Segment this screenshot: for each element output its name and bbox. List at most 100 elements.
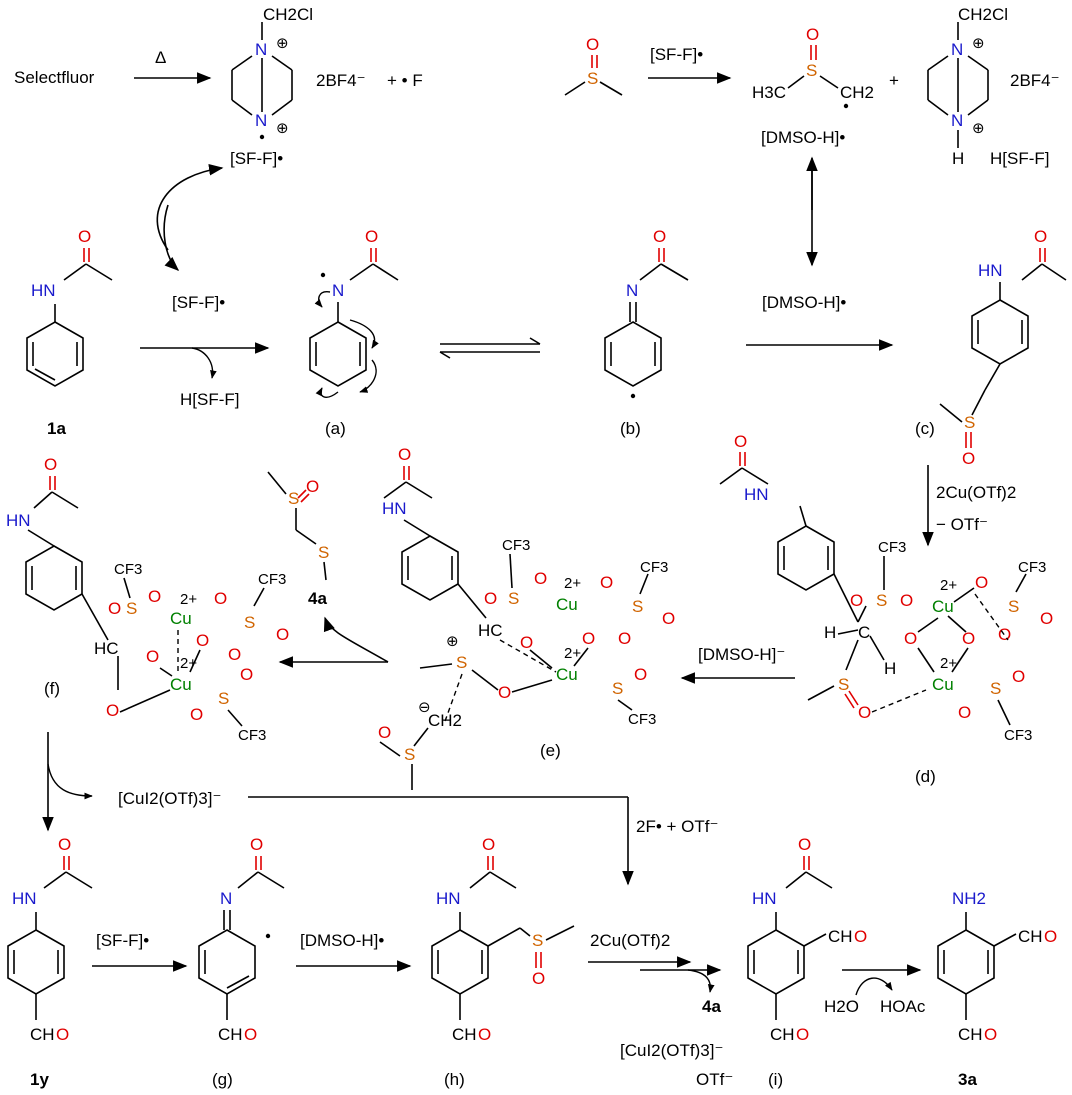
svg-text:O: O	[44, 455, 57, 474]
label-3a: 3a	[958, 1070, 977, 1089]
cu-otf-label: 2Cu(OTf)2	[936, 483, 1016, 502]
svg-text:O: O	[228, 645, 241, 664]
svg-text:S: S	[218, 689, 229, 708]
svg-text:H: H	[824, 623, 836, 642]
plus-sign: +	[889, 71, 899, 90]
svg-text:O: O	[378, 723, 391, 742]
label-i: (i)	[768, 1070, 783, 1089]
svg-text:O: O	[854, 927, 867, 946]
svg-text:⊕: ⊕	[276, 120, 289, 137]
svg-text:O: O	[244, 1025, 257, 1044]
byproduct-cu-label: [CuI2(OTf)3]⁻	[620, 1041, 723, 1060]
svg-text:S: S	[612, 679, 623, 698]
svg-text:N: N	[220, 889, 232, 908]
svg-text:HN: HN	[31, 281, 56, 300]
svg-text:O: O	[532, 969, 545, 988]
svg-text:CH: CH	[1018, 927, 1043, 946]
n-plus-bottom: N	[255, 111, 267, 130]
svg-text:Cu: Cu	[932, 675, 954, 694]
intermediate-i: O HN CH O CH O (i)	[747, 835, 867, 1089]
elimination-curved-arrow	[323, 616, 389, 663]
dmso-structure: O S	[564, 35, 623, 96]
svg-text:N: N	[332, 281, 344, 300]
svg-text:CF3: CF3	[1004, 727, 1032, 744]
svg-text:2+: 2+	[940, 577, 957, 594]
svg-text:O: O	[106, 701, 119, 720]
svg-text:O: O	[850, 591, 863, 610]
svg-text:⊕: ⊕	[446, 633, 459, 650]
dmso-h-radical-structure: O S H3C CH2 [DMSO-H]•	[752, 25, 874, 147]
label-1a: 1a	[47, 419, 66, 438]
sf-f-radical-structure: CH2Cl N ⊕ N ⊕ 2BF4⁻ + • F [SF-F]•	[230, 5, 423, 168]
intermediate-f: O HN HC O CF3 S O O Cu 2+ O CF3 S O O O …	[6, 455, 289, 744]
svg-text:CF3: CF3	[238, 727, 266, 744]
svg-text:O: O	[900, 591, 913, 610]
svg-text:S: S	[806, 61, 817, 80]
intermediate-d: O HN H C H S O CF3 S O O Cu 2+ O CF3 S O	[719, 432, 1053, 786]
label-c: (c)	[915, 419, 935, 438]
hoac-label: HOAc	[880, 997, 926, 1016]
svg-text:HC: HC	[478, 621, 503, 640]
label-a: (a)	[325, 419, 346, 438]
svg-text:2+: 2+	[564, 645, 581, 662]
svg-text:O: O	[618, 629, 631, 648]
svg-text:O: O	[662, 609, 675, 628]
label-b: (b)	[620, 419, 641, 438]
h-sf-f-row2-label: H[SF-F]	[180, 390, 240, 409]
svg-text:CH2: CH2	[428, 711, 462, 730]
svg-text:O: O	[214, 589, 227, 608]
svg-text:S: S	[244, 613, 255, 632]
dmso-reagent-label: [SF-F]•	[650, 45, 703, 64]
svg-text:O: O	[196, 631, 209, 650]
svg-text:Cu: Cu	[932, 597, 954, 616]
intermediate-g: O N CH O (g)	[198, 835, 285, 1089]
svg-text:O: O	[56, 1025, 69, 1044]
svg-text:CF3: CF3	[114, 561, 142, 578]
svg-text:S: S	[838, 675, 849, 694]
dmso-h-radical-label: [DMSO-H]•	[761, 128, 845, 147]
svg-text:CH: CH	[828, 927, 853, 946]
byproduct-4a: S O S 4a	[267, 471, 329, 608]
svg-text:O: O	[534, 569, 547, 588]
plus-f-text: + • F	[387, 71, 423, 90]
svg-text:O: O	[796, 1025, 809, 1044]
svg-text:O: O	[478, 1025, 491, 1044]
svg-text:O: O	[962, 629, 975, 648]
intermediate-h: O HN S O CH O (h)	[431, 835, 575, 1089]
svg-text:O: O	[653, 227, 666, 246]
svg-text:H: H	[952, 149, 964, 168]
svg-text:S: S	[126, 599, 137, 618]
svg-text:O: O	[634, 665, 647, 684]
label-e: (e)	[540, 741, 561, 760]
svg-text:HN: HN	[12, 889, 37, 908]
svg-text:Cu: Cu	[170, 609, 192, 628]
svg-text:O: O	[904, 629, 917, 648]
svg-text:N: N	[951, 111, 963, 130]
svg-text:⊖: ⊖	[418, 699, 431, 716]
svg-text:CF3: CF3	[628, 711, 656, 728]
svg-text:O: O	[365, 227, 378, 246]
svg-text:CF3: CF3	[640, 559, 668, 576]
h3c-text: H3C	[752, 83, 786, 102]
label-h: (h)	[444, 1070, 465, 1089]
svg-text:S: S	[587, 69, 598, 88]
svg-text:O: O	[58, 835, 71, 854]
sf-f-radical-label: [SF-F]•	[230, 149, 283, 168]
label-d: (d)	[915, 767, 936, 786]
label-4a: 4a	[308, 589, 327, 608]
svg-text:S: S	[288, 489, 299, 508]
svg-text:CF3: CF3	[502, 537, 530, 554]
cu-otf-i-label: 2Cu(OTf)2	[590, 931, 670, 950]
intermediate-a: O N (a)	[309, 227, 399, 438]
svg-text:O: O	[806, 25, 819, 44]
svg-text:O: O	[398, 445, 411, 464]
sf-f-row2-label: [SF-F]•	[172, 293, 225, 312]
heat-symbol: Δ	[155, 48, 166, 67]
svg-text:CF3: CF3	[878, 539, 906, 556]
dmso-h-row2-label: [DMSO-H]•	[762, 293, 846, 312]
svg-text:HN: HN	[978, 261, 1003, 280]
svg-text:⊕: ⊕	[276, 35, 289, 52]
svg-text:S: S	[508, 589, 519, 608]
selectfluor-label: Selectfluor	[14, 68, 95, 87]
